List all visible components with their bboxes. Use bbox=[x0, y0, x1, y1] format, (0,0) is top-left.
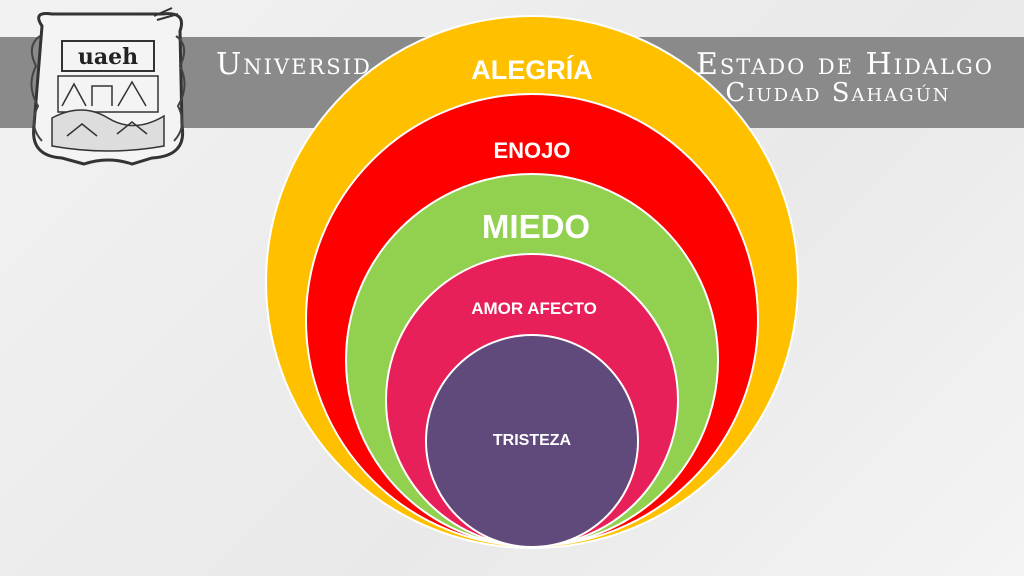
circle-tristeza bbox=[425, 334, 639, 548]
university-name-right: Estado de Hidalgo bbox=[696, 47, 994, 82]
label-amor-afecto: AMOR AFECTO bbox=[471, 299, 597, 318]
label-alegria: ALEGRÍA bbox=[471, 55, 593, 85]
campus-name: e Ciudad Sahagún bbox=[700, 78, 951, 108]
logo-text: uaeh bbox=[78, 44, 138, 70]
label-miedo: MIEDO bbox=[481, 208, 591, 245]
label-tristeza: TRISTEZA bbox=[492, 432, 572, 449]
label-enojo: ENOJO bbox=[493, 138, 571, 163]
university-crest-icon: uaeh bbox=[30, 7, 186, 166]
university-name-left: Universid bbox=[216, 47, 372, 82]
